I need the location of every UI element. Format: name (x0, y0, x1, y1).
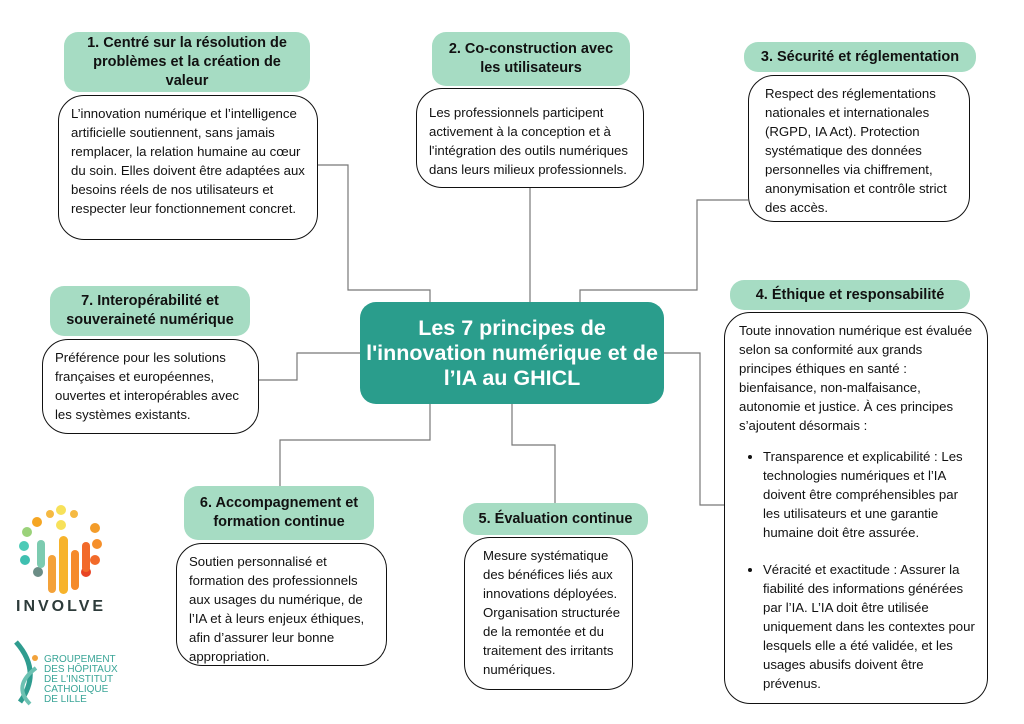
principle-6-title: 6. Accompagnement et formation continue (184, 486, 374, 540)
ghicl-line: DE L'INSTITUT (44, 674, 114, 685)
principle-4-intro: Toute innovation numérique est évaluée s… (739, 323, 973, 433)
principle-3-text: Respect des réglementations nationales e… (748, 75, 970, 222)
ghicl-line: DES HÔPITAUX (44, 664, 118, 675)
involve-logo-icon (19, 505, 102, 594)
principle-5-text: Mesure systématique des bénéfices liés a… (464, 537, 633, 690)
principle-6-text: Soutien personnalisé et formation des pr… (176, 543, 387, 666)
principle-2-title: 2. Co-construction avec les utilisateurs (432, 32, 630, 86)
principle-1-title: 1. Centré sur la résolution de problèmes… (64, 32, 310, 92)
ghicl-line: CATHOLIQUE (44, 684, 109, 695)
principle-7-title: 7. Interopérabilité et souveraineté numé… (50, 286, 250, 336)
principle-2-text: Les professionnels participent activemen… (416, 88, 644, 188)
bullet-item: Transparence et explicabilité : Les tech… (763, 447, 975, 542)
principle-3-title: 3. Sécurité et réglementation (744, 42, 976, 72)
ghicl-line: DE LILLE (44, 694, 87, 705)
ghicl-logo-text: GROUPEMENT DES HÔPITAUX DE L'INSTITUT CA… (44, 655, 118, 705)
involve-logo-text: INVOLVE (16, 598, 107, 615)
ghicl-line: GROUPEMENT (44, 654, 116, 665)
principle-5-title: 5. Évaluation continue (463, 503, 648, 535)
principle-4-bullets: Transparence et explicabilité : Les tech… (739, 447, 975, 693)
ghicl-logo-icon (14, 640, 38, 706)
principle-4-title: 4. Éthique et responsabilité (730, 280, 970, 310)
bullet-item: Véracité et exactitude : Assurer la fiab… (763, 560, 975, 693)
principle-1-text: L’innovation numérique et l’intelligence… (58, 95, 318, 240)
principle-4-text: Toute innovation numérique est évaluée s… (724, 312, 988, 704)
center-title: Les 7 principes de l'innovation numériqu… (360, 302, 664, 404)
principle-7-text: Préférence pour les solutions françaises… (42, 339, 259, 434)
